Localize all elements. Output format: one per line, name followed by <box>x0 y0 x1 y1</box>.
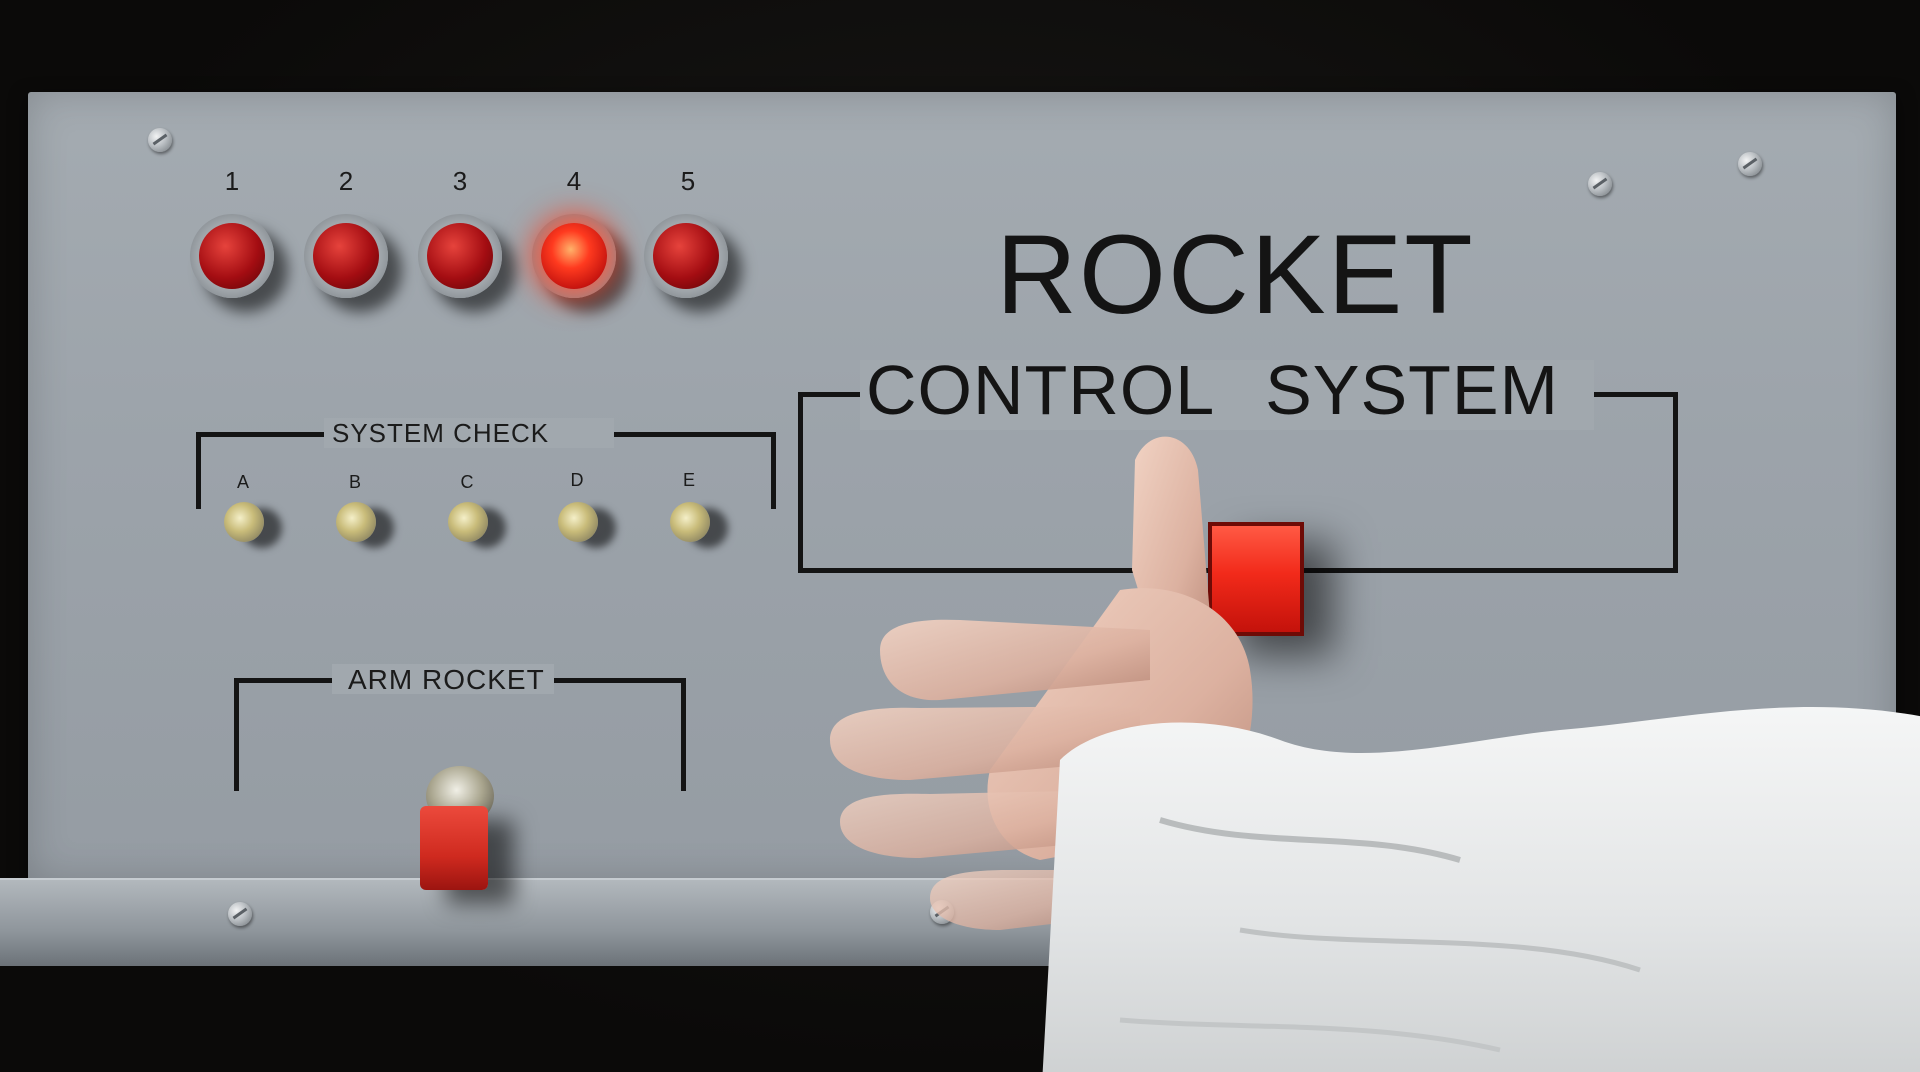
indicator-number-5: 5 <box>680 166 696 196</box>
indicator-number-2: 2 <box>338 166 354 196</box>
screw-icon <box>1588 172 1612 196</box>
launch-button[interactable] <box>1208 522 1304 636</box>
switch-letter-e: E <box>682 470 695 490</box>
indicator-light-3 <box>418 214 502 298</box>
switch-letter-b: B <box>348 472 361 492</box>
screw-icon <box>148 128 172 152</box>
system-check-toggle-d[interactable] <box>558 502 598 542</box>
system-check-label-backing <box>324 418 614 448</box>
system-check-toggle-a[interactable] <box>224 502 264 542</box>
switch-letter-a: A <box>236 472 249 492</box>
system-check-toggle-e[interactable] <box>670 502 710 542</box>
switch-letter-d: D <box>570 470 584 490</box>
screw-icon <box>1738 152 1762 176</box>
system-check-label: SYSTEM CHECK <box>332 418 550 448</box>
switch-letter-c: C <box>460 472 474 492</box>
arm-rocket-label: ARM ROCKET <box>348 664 545 695</box>
indicator-light-5 <box>644 214 728 298</box>
indicator-number-4: 4 <box>566 166 582 196</box>
indicator-number-3: 3 <box>452 166 468 196</box>
indicator-light-2 <box>304 214 388 298</box>
indicator-light-4-lit <box>532 214 616 298</box>
rocket-title: ROCKET <box>996 212 1475 337</box>
control-system-label-backing <box>860 360 1594 430</box>
control-system-title: CONTROL SYSTEM <box>866 351 1559 429</box>
system-check-toggle-c[interactable] <box>448 502 488 542</box>
indicator-light-1 <box>190 214 274 298</box>
lab-coat-sleeve <box>1042 707 1920 1072</box>
panel-bottom-lip <box>0 878 1060 966</box>
indicator-number-1: 1 <box>224 166 240 196</box>
arm-rocket-switch[interactable] <box>420 806 488 890</box>
screw-icon <box>228 902 252 926</box>
arm-rocket-label-backing <box>332 664 554 694</box>
system-check-toggle-b[interactable] <box>336 502 376 542</box>
